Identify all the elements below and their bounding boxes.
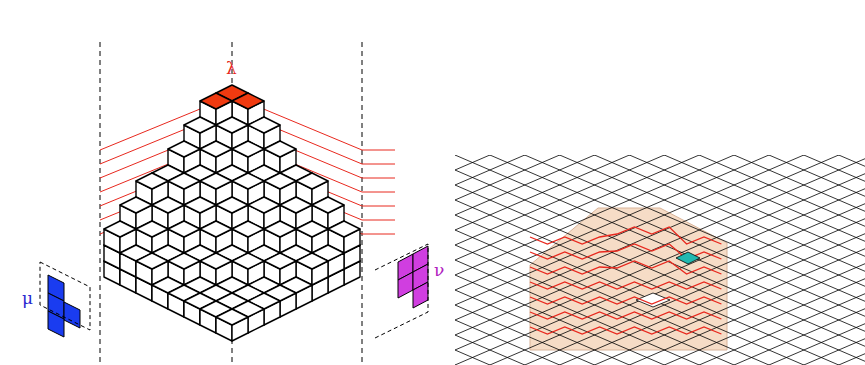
lattice-line [455,204,865,365]
lattice-line [455,155,865,226]
cube-top [232,221,264,237]
cube-top [168,221,200,237]
nu-label: ν [434,262,444,279]
lattice-line [455,249,865,365]
path-line [530,261,721,274]
cube-top [216,309,248,325]
cube-top [200,141,232,157]
level-line [100,100,222,150]
lattice-line [455,155,865,286]
lattice-line [455,155,865,200]
path-line [530,297,721,304]
guide-line [362,42,363,365]
cube-top [232,253,264,269]
nu-cell [398,272,413,298]
lattice-line [455,279,865,365]
cube-top [248,117,280,133]
guide-line [100,42,101,365]
path-line [530,312,721,319]
cube-top [184,117,216,133]
cube-top [168,173,200,189]
lattice-line [455,339,865,365]
cube-top [216,117,248,133]
mu-cell [48,311,64,337]
cube-top [152,197,184,213]
cube-top [328,221,360,237]
cube-top [200,93,232,109]
lattice-line [455,309,865,365]
lattice-line [455,200,865,365]
cube-top [168,253,200,269]
cube-top [200,173,232,189]
cube-top [232,173,264,189]
cube-top [168,141,200,157]
nu-frame [375,244,428,338]
lambda-label: λ [226,60,237,77]
cube-top [296,173,328,189]
lattice-line [455,155,865,260]
lattice-line [455,294,865,365]
lattice-line [455,219,865,365]
cube-top [120,197,152,213]
cube-top [264,141,296,157]
path-line [530,227,721,244]
cube-top [184,197,216,213]
cube-top [312,197,344,213]
cube-top [248,197,280,213]
cube-stack [40,42,428,365]
nu-cell [413,282,428,308]
cube-top [216,197,248,213]
lattice-line [455,234,865,365]
marked-lozenge [676,252,700,264]
lattice-line [455,155,865,290]
cube-top [280,197,312,213]
lattice-line [455,230,865,365]
lattice-line [455,354,865,365]
lattice-line [455,320,865,365]
lattice-line [455,159,865,335]
level-line [242,100,395,150]
cube-top [136,173,168,189]
mu-label: μ [22,290,33,307]
cube-top [200,253,232,269]
cube-top [136,253,168,269]
cube-top [296,253,328,269]
cube-top [264,221,296,237]
cube-top [296,221,328,237]
cube-top [232,141,264,157]
lozenge-tiling [455,0,865,365]
lattice-line [455,155,865,320]
cube-top [104,221,136,237]
lattice-line [455,324,865,365]
lattice-line [455,155,865,196]
mu-frame [40,262,90,330]
cube-top [200,221,232,237]
path-line [530,327,721,334]
path-line [530,282,721,289]
lattice [455,155,865,365]
cube-top [264,253,296,269]
lattice-line [455,174,865,350]
lattice-line [455,189,865,365]
cube-top [232,93,264,109]
cube-top [136,221,168,237]
lattice-line [455,260,865,365]
cube-top [264,173,296,189]
